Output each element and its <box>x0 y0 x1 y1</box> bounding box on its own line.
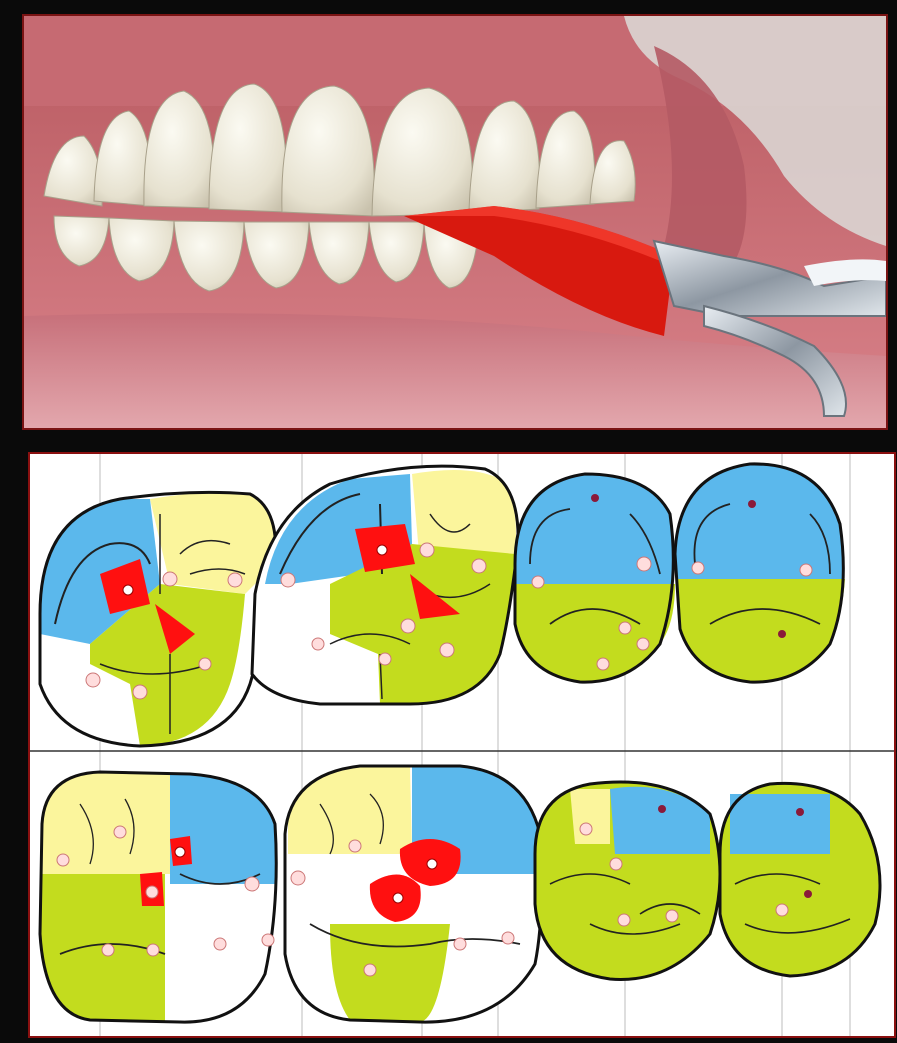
occlusal-chart-icon <box>30 454 894 1036</box>
occlusal-chart <box>28 452 896 1038</box>
upper-tooth-2 <box>252 466 518 704</box>
lower-tooth-4 <box>720 783 880 976</box>
upper-tooth-3 <box>515 474 675 682</box>
upper-tooth-1 <box>40 492 276 746</box>
lower-tooth-3 <box>535 782 720 979</box>
intraoral-photo <box>22 14 888 430</box>
lower-tooth-2 <box>285 766 542 1022</box>
lower-tooth-1 <box>40 772 276 1022</box>
mouth-photo-icon <box>24 16 886 428</box>
upper-tooth-4 <box>675 464 845 682</box>
